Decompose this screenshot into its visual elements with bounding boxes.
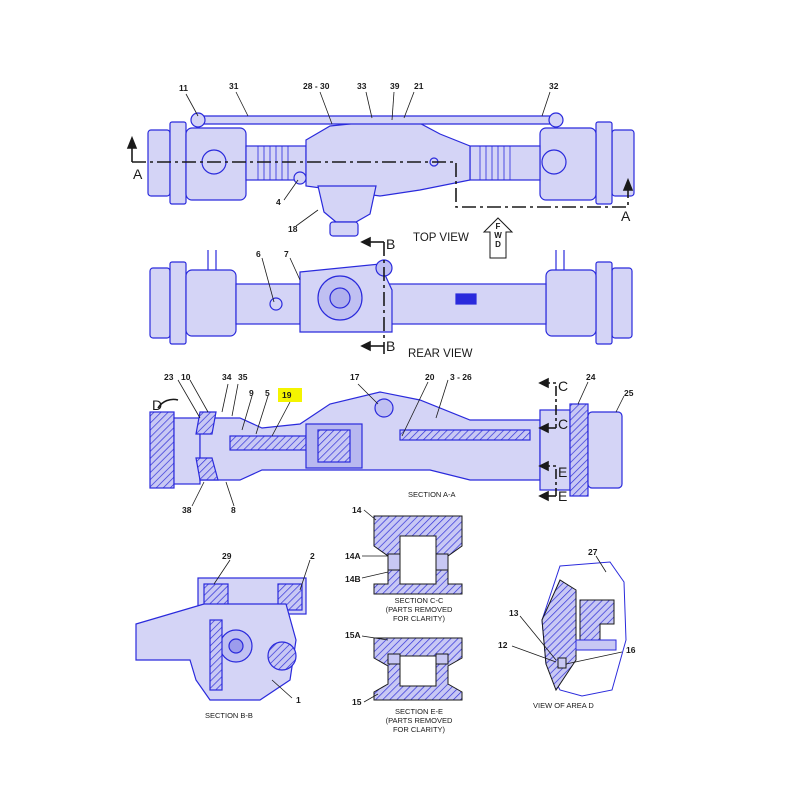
callout-31: 31 bbox=[229, 81, 239, 91]
section-ee-line-1: SECTION E-E bbox=[395, 707, 443, 716]
callout-15a: 15A bbox=[345, 630, 361, 640]
area-d-drawing bbox=[541, 561, 627, 697]
callout-18: 18 bbox=[288, 224, 298, 234]
callout-25: 25 bbox=[624, 388, 634, 398]
callout-35: 35 bbox=[238, 372, 248, 382]
callout-12: 12 bbox=[498, 640, 508, 650]
callout-14a: 14A bbox=[345, 551, 361, 561]
callout-highlight bbox=[278, 388, 302, 402]
section-ee-line-2: (PARTS REMOVED bbox=[385, 716, 453, 725]
section-a-cut-line bbox=[126, 135, 634, 208]
callout-14b: 14B bbox=[345, 574, 361, 584]
top-view-title: TOP VIEW bbox=[413, 232, 469, 244]
rear-view-drawing bbox=[149, 250, 633, 345]
callout-4: 4 bbox=[276, 197, 281, 207]
fwd-arrow-icon bbox=[482, 217, 514, 259]
callout-23: 23 bbox=[164, 372, 174, 382]
callout-39: 39 bbox=[390, 81, 400, 91]
section-cc-drawing bbox=[373, 515, 463, 595]
callout-28-30: 28 - 30 bbox=[303, 81, 330, 91]
section-bb-drawing bbox=[135, 577, 307, 701]
callout-32: 32 bbox=[549, 81, 559, 91]
callout-38: 38 bbox=[182, 505, 192, 515]
callout-15: 15 bbox=[352, 697, 362, 707]
fwd-label: F W D bbox=[491, 222, 505, 249]
section-cc-title: SECTION C-C (PARTS REMOVED FOR CLARITY) bbox=[378, 596, 460, 623]
section-ee-line-3: FOR CLARITY) bbox=[392, 725, 446, 734]
callout-27: 27 bbox=[588, 547, 598, 557]
callout-leader-lines bbox=[177, 91, 625, 703]
section-aa-drawing bbox=[149, 391, 623, 497]
callout-19: 19 bbox=[282, 390, 292, 400]
rear-view-title: REAR VIEW bbox=[408, 348, 473, 360]
section-letter-c-top: C bbox=[558, 378, 569, 394]
callout-33: 33 bbox=[357, 81, 367, 91]
section-cc-line-1: SECTION C-C bbox=[394, 596, 444, 605]
section-letter-e-bottom: E bbox=[558, 488, 568, 504]
callout-11: 11 bbox=[179, 83, 188, 93]
section-aa-title: SECTION A-A bbox=[408, 490, 456, 499]
callout-13: 13 bbox=[509, 608, 519, 618]
callout-8: 8 bbox=[231, 505, 236, 515]
section-b-cut-line bbox=[360, 236, 385, 354]
section-letter-d: D bbox=[152, 397, 163, 413]
fwd-letter-w: W bbox=[494, 231, 502, 240]
section-letter-b-bottom: B bbox=[386, 338, 396, 354]
section-cde-cut-lines bbox=[157, 377, 557, 502]
callout-34: 34 bbox=[222, 372, 232, 382]
callout-21: 21 bbox=[414, 81, 424, 91]
callout-6: 6 bbox=[256, 249, 261, 259]
section-letter-a-left: A bbox=[133, 166, 143, 182]
callout-24: 24 bbox=[586, 372, 596, 382]
section-ee-drawing bbox=[373, 637, 463, 701]
section-letter-a-right: A bbox=[621, 208, 631, 224]
section-ee-title: SECTION E-E (PARTS REMOVED FOR CLARITY) bbox=[378, 707, 460, 734]
top-view-drawing bbox=[147, 112, 635, 237]
callout-29: 29 bbox=[222, 551, 232, 561]
section-letter-e-top: E bbox=[558, 464, 568, 480]
callout-17: 17 bbox=[350, 372, 360, 382]
callout-1: 1 bbox=[296, 695, 301, 705]
callout-9: 9 bbox=[249, 388, 254, 398]
section-letter-c-bottom: C bbox=[558, 416, 569, 432]
callout-2: 2 bbox=[310, 551, 315, 561]
callout-7: 7 bbox=[284, 249, 289, 259]
callout-14: 14 bbox=[352, 505, 362, 515]
fwd-letter-f: F bbox=[495, 222, 501, 231]
callout-20: 20 bbox=[425, 372, 435, 382]
section-cc-line-3: FOR CLARITY) bbox=[392, 614, 446, 623]
fwd-letter-d: D bbox=[495, 240, 501, 249]
section-bb-title: SECTION B-B bbox=[205, 711, 253, 720]
callout-5: 5 bbox=[265, 388, 270, 398]
section-cc-line-2: (PARTS REMOVED bbox=[385, 605, 453, 614]
callout-16: 16 bbox=[626, 645, 636, 655]
callout-10: 10 bbox=[181, 372, 191, 382]
section-letter-b-top: B bbox=[386, 236, 396, 252]
area-d-title: VIEW OF AREA D bbox=[533, 701, 594, 710]
callout-3-26: 3 - 26 bbox=[450, 372, 472, 382]
